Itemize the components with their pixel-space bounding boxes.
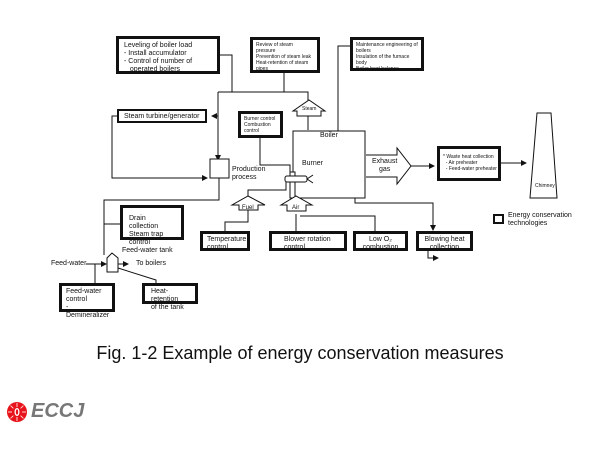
fuel-label: Fuel (242, 205, 254, 211)
legend-label: Energy conservation technologies (508, 212, 572, 228)
steam-review-line: Heat-retention of steam (256, 60, 309, 66)
production-process-line: Production (232, 166, 266, 173)
line-maintenance (337, 45, 352, 131)
line-blowing (354, 197, 436, 231)
heat-retention-line: Heat-retention (151, 288, 179, 303)
maintenance-line: Boiler heat balance (356, 66, 399, 72)
boiler-load-box: Leveling of boiler load - Install accumu… (116, 36, 220, 74)
boiler-load-line: - Install accumulator (124, 50, 187, 57)
boiler-load-line: Leveling of boiler load (124, 42, 193, 49)
heat-retention-box: Heat-retention of the tank (142, 283, 198, 311)
eccj-sun-icon (7, 401, 27, 422)
steam-label: Steam (302, 106, 317, 112)
burner-label: Burner (302, 160, 324, 167)
waste-heat-box: * Waste heat collection - Air preheater … (437, 146, 501, 181)
temperature-line: Temperature (207, 236, 247, 243)
blowing-heat-box: Blowing heat collection (416, 231, 473, 251)
blower-line: Blower rotation (284, 236, 331, 243)
burner-control-line: Combustion (244, 122, 271, 128)
steam-arrow (291, 99, 327, 117)
feed-water-tank-label: Feed-water tank (122, 247, 173, 254)
chimney-label: Chimney (535, 183, 555, 189)
production-process-box (209, 158, 230, 179)
maintenance-line: body (356, 60, 367, 66)
feed-water-control-line: Feed-water (66, 288, 102, 295)
production-process-label: Production process (232, 166, 265, 182)
steam-turbine-label: Steam turbine/generator (124, 113, 200, 120)
steam-review-line: Prevention of steam leak (256, 54, 312, 60)
legend-line: Energy conservation (508, 212, 572, 219)
exhaust-gas-label: Exhaust gas (372, 158, 397, 174)
burner-control-box: Burner control Combustion control (238, 111, 283, 138)
burner-icon (284, 171, 314, 199)
maintenance-line: Insulation of the furnace (356, 54, 410, 60)
feed-water-control-line: - Demineralizer (66, 304, 110, 319)
drain-line: Steam trap control (129, 231, 164, 246)
feed-water-label: Feed-water (51, 260, 87, 267)
production-process-line: process (232, 174, 257, 181)
exhaust-gas-line: Exhaust (372, 158, 398, 165)
low-o2-line: Low O₂ (369, 236, 392, 243)
steam-review-line: pipes (256, 66, 268, 72)
air-label: Air (292, 205, 300, 211)
fuel-arrow (230, 195, 266, 211)
boiler-load-line: operated boilers (124, 66, 181, 73)
feed-water-control-box: Feed-water control - Demineralizer (59, 283, 115, 319)
exhaust-gas-line: gas (379, 166, 391, 173)
maintenance-line: boilers (356, 48, 371, 54)
boiler-label: Boiler (320, 132, 338, 139)
legend-swatch-icon (493, 214, 504, 224)
exhaust-gas-arrow (366, 146, 412, 186)
figure-caption: Fig. 1-2 Example of energy conservation … (96, 343, 504, 363)
line-blowing-out (427, 250, 439, 261)
legend: Energy conservation technologies (493, 212, 572, 228)
steam-review-box: Review of steam pressure Prevention of s… (250, 37, 320, 73)
legend-line: technologies (508, 220, 548, 227)
burner-control-line: control (244, 128, 260, 134)
maintenance-line: Maintenance engineering of (356, 42, 418, 48)
steam-review-line: Review of steam (256, 42, 293, 48)
blower-line: control (284, 244, 306, 251)
line-burner-control (259, 137, 291, 172)
line-production-down (103, 178, 220, 255)
waste-heat-line: - Feed-water preheater (443, 166, 497, 172)
heat-retention-line: of the tank (151, 304, 184, 311)
line-boiler-load (218, 54, 233, 92)
blowing-line: collection (429, 244, 460, 251)
drain-line: Drain collection (129, 215, 159, 230)
line-fuel (247, 182, 287, 200)
steam-turbine-box: Steam turbine/generator (117, 109, 207, 123)
to-boilers-label: To boilers (136, 260, 166, 267)
boiler-box (292, 130, 366, 199)
line-steam-header (218, 91, 309, 130)
line-temperature (224, 210, 249, 232)
low-o2-box: Low O₂ combustion (353, 231, 408, 251)
boiler-load-line: - Control of number of (124, 58, 193, 65)
steam-review-line: pressure (256, 48, 276, 54)
feed-water-tank (106, 252, 119, 273)
burner-control-line: Burner control (244, 116, 276, 122)
maintenance-box: Maintenance engineering of boilers Insul… (350, 37, 424, 72)
chimney-shape (529, 112, 558, 199)
drain-collection-box: Drain collection Steam trap control (120, 205, 184, 246)
line-turbine-production (111, 115, 208, 181)
eccj-logo: ECCJ (6, 400, 84, 423)
waste-heat-line: - Air preheater (443, 160, 478, 166)
temperature-control-box: Temperature control (200, 231, 250, 251)
eccj-logo-text: ECCJ (31, 400, 85, 422)
waste-heat-line: * Waste heat collection (443, 154, 494, 160)
low-o2-line: combustion (362, 244, 399, 251)
temperature-line: control (207, 244, 229, 251)
air-arrow (279, 195, 314, 212)
blowing-line: Blowing heat (424, 236, 465, 243)
feed-water-control-line: control (66, 296, 88, 303)
line-low-o2 (300, 215, 376, 232)
blower-rotation-box: Blower rotation control (269, 231, 347, 251)
